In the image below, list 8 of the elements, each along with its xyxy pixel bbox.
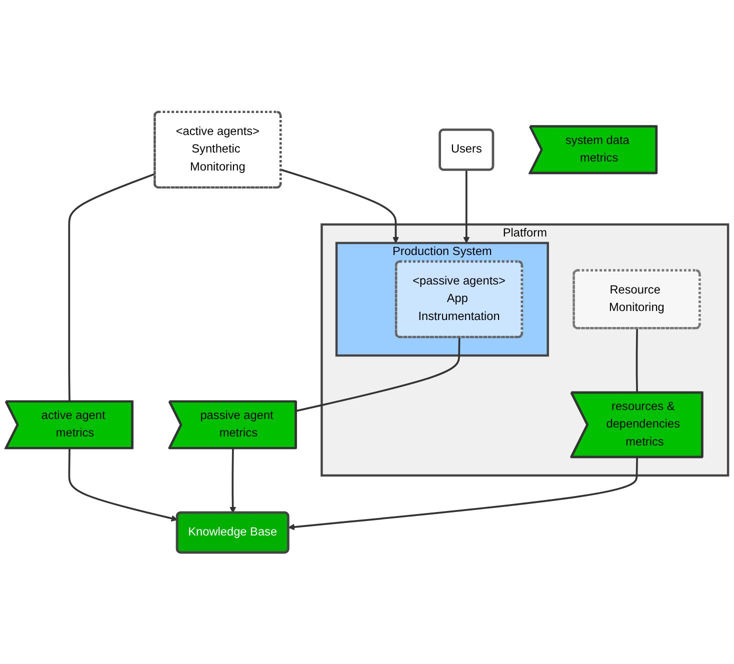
connector [636,328,638,393]
connector [68,172,156,402]
arrow [288,457,638,530]
arrow [280,168,400,244]
arrow [230,448,236,513]
arrow [68,448,178,522]
arrow [463,169,470,244]
connector [296,337,460,412]
